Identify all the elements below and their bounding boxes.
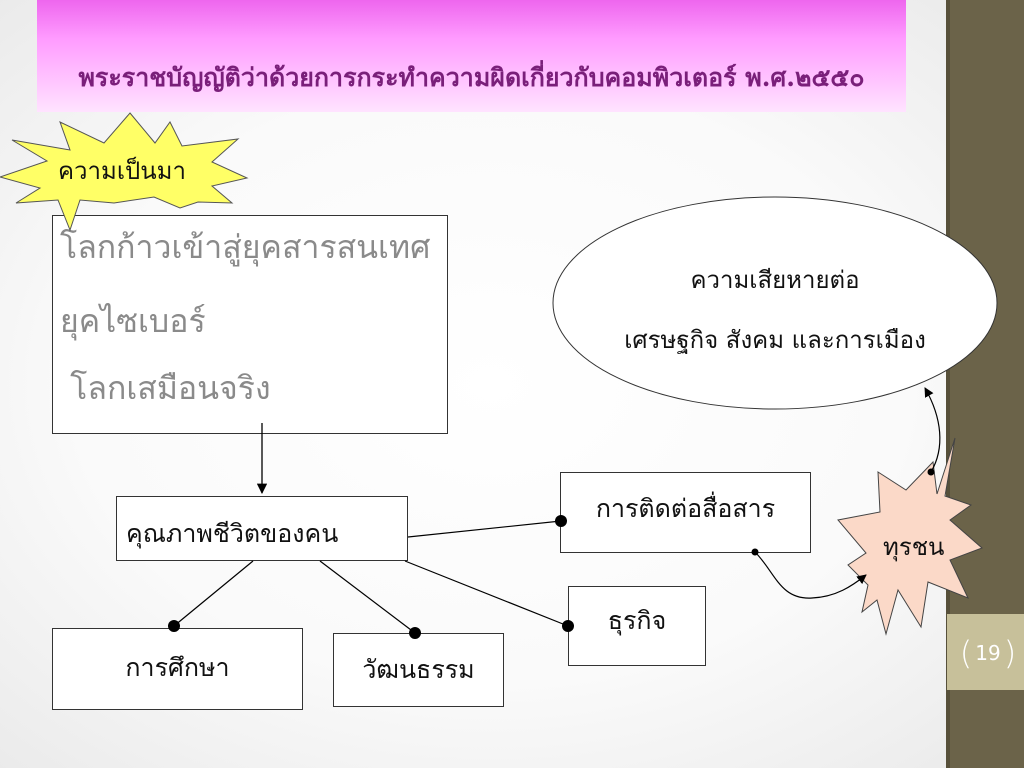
dot-culture: [409, 627, 421, 639]
dot-education: [168, 620, 180, 632]
culture-box: [333, 633, 504, 707]
business-box: [568, 586, 706, 666]
world-line-3: โลกเสมือนจริง: [60, 369, 271, 407]
page-number-text: 19: [975, 641, 1001, 665]
page-number-box: [947, 614, 1024, 690]
world-line-2: ยุคไซเบอร์: [60, 302, 206, 340]
line-quality-culture: [319, 560, 416, 634]
line-quality-communication: [407, 520, 562, 538]
dot-communication: [555, 515, 567, 527]
line-quality-education: [173, 560, 254, 627]
right-bracket-icon: ): [1003, 634, 1017, 672]
damage-line-1: ความเสียหายต่อ: [690, 266, 860, 294]
damage-line-2: เศรษฐกิจ สังคม และการเมือง: [624, 326, 926, 354]
education-box: [52, 628, 303, 710]
world-box: [52, 215, 448, 434]
page-number: ( 19 ): [957, 632, 1019, 674]
slide-title: พระราชบัญญัติว่าด้วยการกระทำความผิดเกี่ย…: [78, 63, 865, 92]
origin-label: ความเป็นมา: [58, 157, 186, 185]
left-bracket-icon: (: [959, 634, 973, 672]
fraud-label: ทุรชน: [883, 533, 945, 561]
education-label: การศึกษา: [125, 653, 230, 682]
sidebar-divider: [946, 0, 950, 768]
quality-of-life-label: คุณภาพชีวิตของคน: [126, 519, 339, 548]
communication-label: การติดต่อสื่อสาร: [595, 494, 776, 523]
dot-business: [562, 620, 574, 632]
fraud-starburst: [837, 437, 983, 636]
business-label: ธุรกิจ: [607, 606, 667, 635]
origin-starburst: [0, 112, 249, 232]
world-line-1: โลกก้าวเข้าสู่ยุคสารสนเทศ: [60, 228, 431, 266]
arrow-fraud-to-damage: [924, 387, 941, 473]
damage-ellipse: [552, 196, 998, 410]
culture-label: วัฒนธรรม: [362, 655, 475, 684]
line-quality-business: [404, 560, 569, 627]
quality-of-life-box: [116, 496, 408, 561]
arrow-comm-to-fraud: [754, 551, 867, 599]
title-band: [37, 0, 906, 112]
communication-box: [560, 472, 811, 553]
